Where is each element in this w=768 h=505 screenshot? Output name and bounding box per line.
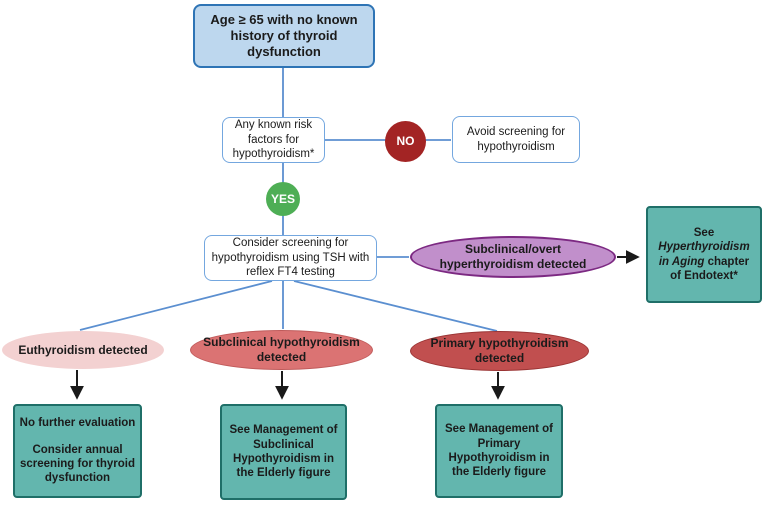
node-see-subclinical-management: See Management of Subclinical Hypothyroi…: [220, 404, 347, 500]
node-start-label: Age ≥ 65 with no known history of thyroi…: [210, 11, 358, 60]
node-subclinical-hypothyroidism-detected: Subclinical hypothyroidism detected: [190, 330, 373, 370]
node-no-further-evaluation: No further evaluation Consider annual sc…: [13, 404, 142, 498]
badge-no: NO: [385, 121, 426, 162]
connector-screening-to-primary: [293, 280, 498, 332]
no-further-line1: No further evaluation: [19, 417, 136, 430]
node-primary-detected-label: Primary hypothyroidism detected: [430, 336, 569, 365]
node-risk-question-label: Any known risk factors for hypothyroidis…: [232, 119, 315, 161]
endotext-italic-title: Hyperthyroidism in Aging: [658, 241, 750, 268]
node-primary-hypothyroidism-detected: Primary hypothyroidism detected: [410, 331, 589, 371]
badge-yes: YES: [266, 182, 300, 216]
endotext-see: See: [693, 226, 715, 239]
node-consider-screening: Consider screening for hypothyroidism us…: [204, 235, 377, 281]
node-risk-question: Any known risk factors for hypothyroidis…: [222, 117, 325, 163]
connector-screening-to-euthyroid: [79, 280, 273, 331]
endotext-text: See Hyperthyroidism in Aging chapter of …: [652, 226, 756, 284]
subclinical-action-label: See Management of Subclinical Hypothyroi…: [229, 424, 338, 480]
node-euthyroidism-detected-label: Euthyroidism detected: [18, 342, 148, 357]
badge-yes-label: YES: [270, 191, 295, 206]
node-euthyroidism-detected: Euthyroidism detected: [2, 331, 164, 369]
node-subclinical-detected-label: Subclinical hypothyroidism detected: [203, 335, 360, 364]
endotext-rest: chapter of Endotext*: [670, 255, 750, 282]
badge-no-label: NO: [396, 134, 415, 148]
node-see-endotext: See Hyperthyroidism in Aging chapter of …: [646, 206, 762, 303]
node-avoid-screening-label: Avoid screening for hypothyroidism: [466, 126, 566, 153]
node-start: Age ≥ 65 with no known history of thyroi…: [193, 4, 375, 68]
node-consider-screening-label: Consider screening for hypothyroidism us…: [211, 237, 370, 279]
node-avoid-screening: Avoid screening for hypothyroidism: [452, 116, 580, 163]
node-see-primary-management: See Management of Primary Hypothyroidism…: [435, 404, 563, 498]
no-further-line2: Consider annual screening for thyroid dy…: [19, 443, 136, 485]
node-hyperthyroidism-detected-label: Subclinical/overt hyperthyroidism detect…: [439, 242, 587, 271]
node-hyperthyroidism-detected: Subclinical/overt hyperthyroidism detect…: [410, 236, 616, 278]
primary-action-label: See Management of Primary Hypothyroidism…: [445, 423, 553, 479]
